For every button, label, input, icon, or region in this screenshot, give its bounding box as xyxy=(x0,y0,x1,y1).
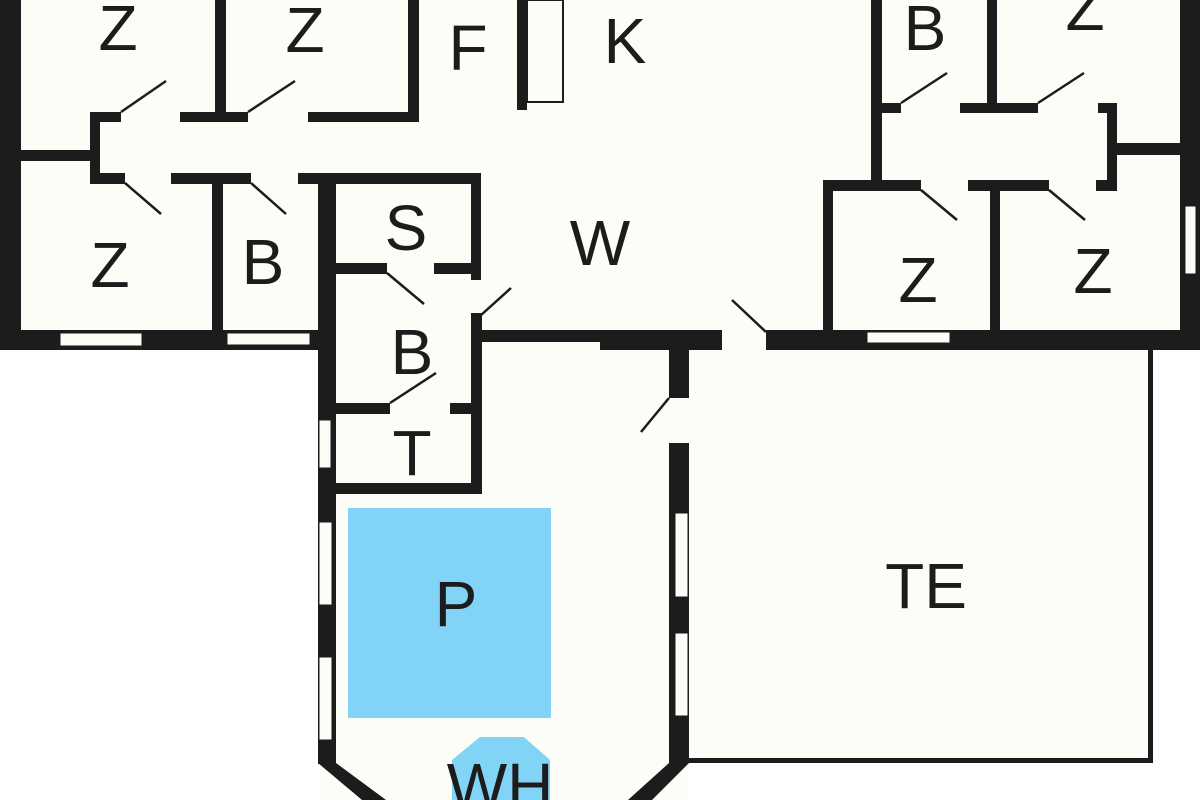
windows xyxy=(59,205,1197,741)
room-label-bedroom: Z xyxy=(98,0,137,64)
room-label-pool: P xyxy=(435,568,478,640)
room-label-bedroom: Z xyxy=(898,244,937,316)
room-label-sauna: S xyxy=(385,192,428,264)
door-swings xyxy=(120,71,1086,433)
room-label-kitchen: K xyxy=(604,5,647,77)
room-label-bedroom: Z xyxy=(1065,0,1104,44)
whirlpool xyxy=(452,737,550,800)
room-label-f: F xyxy=(448,12,487,84)
fridge-unit xyxy=(526,0,564,103)
room-label-bathroom: B xyxy=(904,0,947,64)
room-label-bedroom: Z xyxy=(285,0,324,66)
terrace-floor xyxy=(688,350,1150,760)
room-label-bathroom: B xyxy=(242,226,285,298)
room-label-bedroom: Z xyxy=(90,229,129,301)
room-labels: Z Z F K B Z Z B S W B T Z Z P TE WH xyxy=(90,0,1112,800)
room-label-living: W xyxy=(570,207,631,279)
room-label-bedroom: Z xyxy=(1073,235,1112,307)
room-label-terrace: TE xyxy=(885,550,967,622)
room-label-toilet: T xyxy=(392,417,431,489)
room-label-bathroom: B xyxy=(391,316,434,388)
pool xyxy=(348,508,551,718)
room-label-whirlpool: WH xyxy=(447,750,554,800)
